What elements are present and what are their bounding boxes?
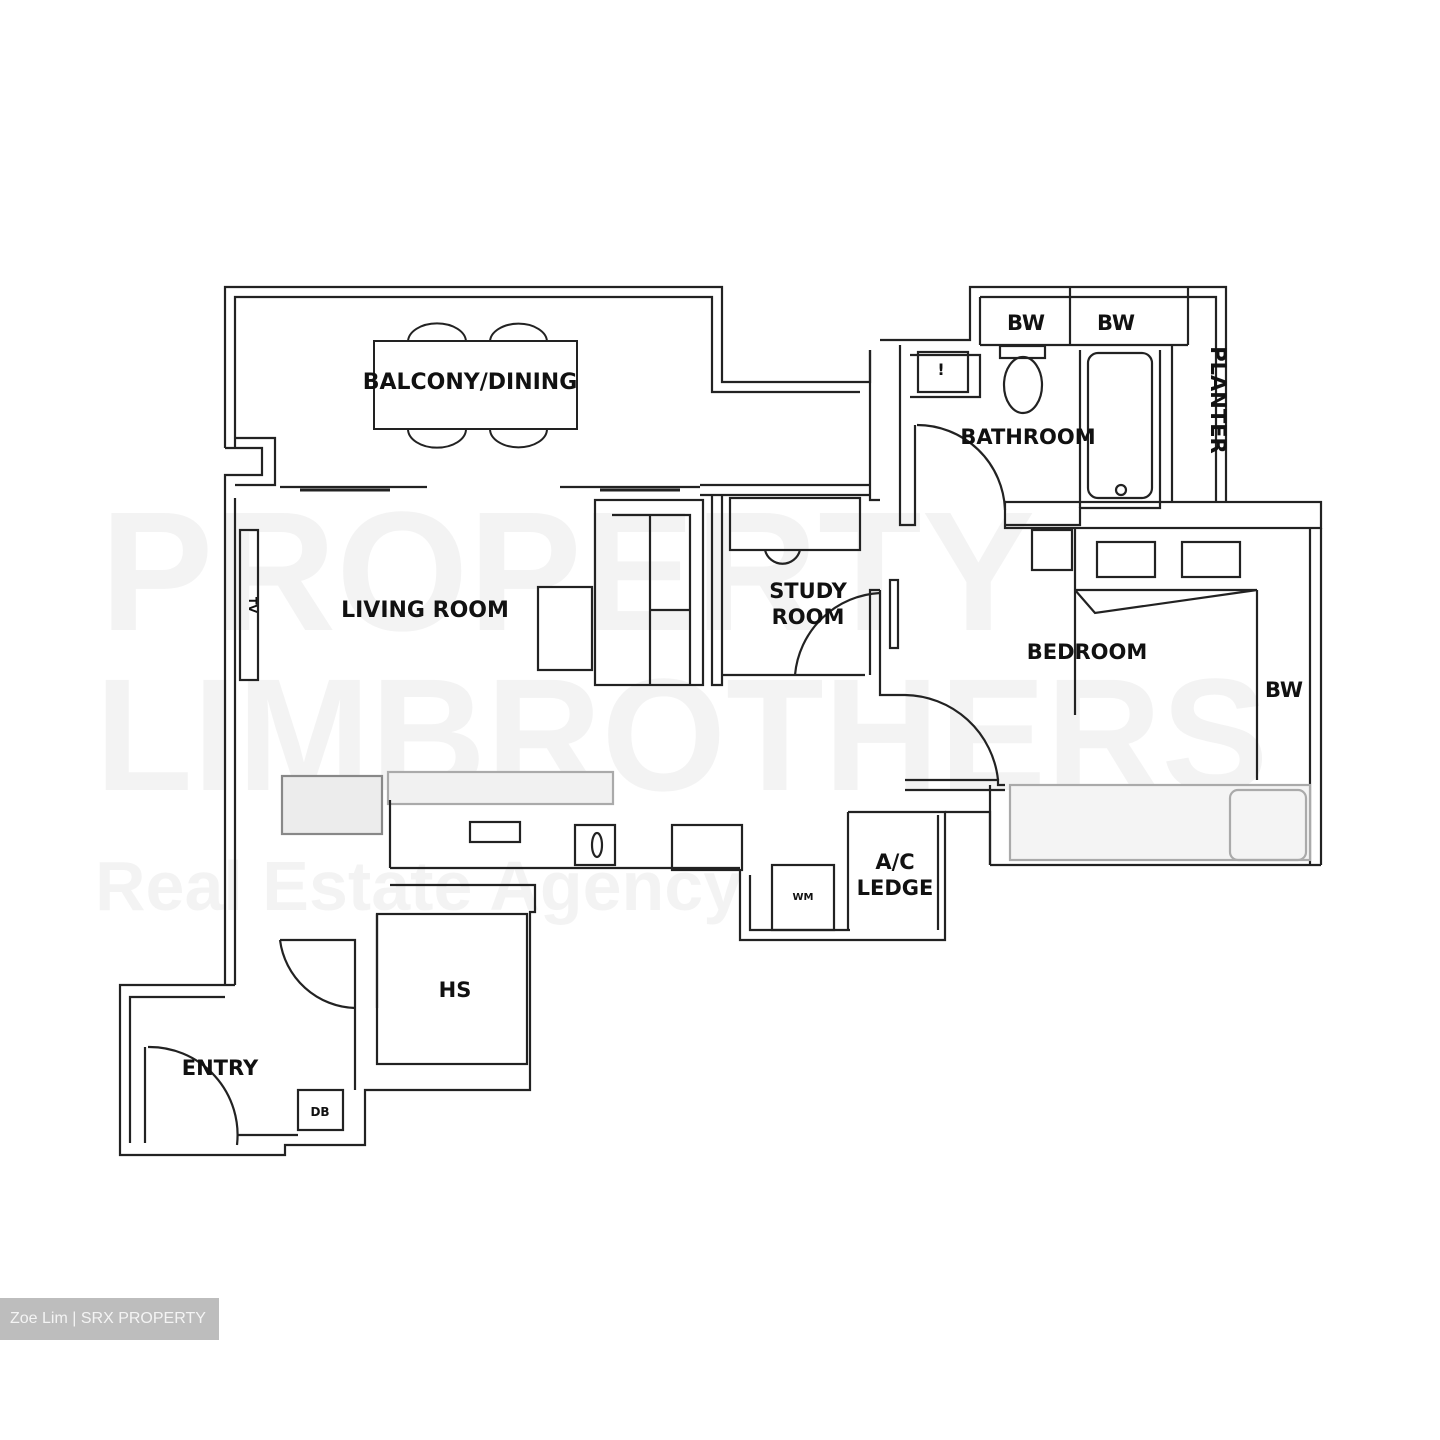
label-tv: TV (246, 597, 259, 614)
label-bathroom: BATHROOM (960, 425, 1095, 449)
label-planter: PLANTER (1206, 346, 1230, 453)
label-bedroom: BEDROOM (1027, 640, 1148, 664)
label-ac-line1: A/C (875, 850, 914, 874)
label-entry: ENTRY (182, 1056, 259, 1080)
label-living-room: LIVING ROOM (341, 598, 509, 623)
credit-badge: Zoe Lim | SRX PROPERTY (0, 1298, 219, 1340)
label-study-line1: STUDY (769, 579, 847, 603)
label-db: DB (310, 1105, 329, 1119)
label-ac-line2: LEDGE (857, 876, 934, 900)
label-bw-2: BW (1097, 311, 1135, 335)
watermark: PROPERTY LIMBROTHERS Real Estate Agency (95, 477, 1268, 925)
svg-text:!: ! (937, 360, 944, 379)
label-wm: WM (793, 892, 814, 903)
label-study-line2: ROOM (772, 605, 845, 629)
walls (118, 285, 1323, 1157)
dining-table (373, 322, 578, 449)
label-balcony-dining: BALCONY/DINING (363, 370, 578, 395)
room-labels: BALCONY/DINING LIVING ROOM STUDY ROOM BA… (182, 311, 1303, 1119)
label-hs: HS (439, 978, 472, 1002)
label-bw-3: BW (1265, 678, 1303, 702)
label-bw-1: BW (1007, 311, 1045, 335)
